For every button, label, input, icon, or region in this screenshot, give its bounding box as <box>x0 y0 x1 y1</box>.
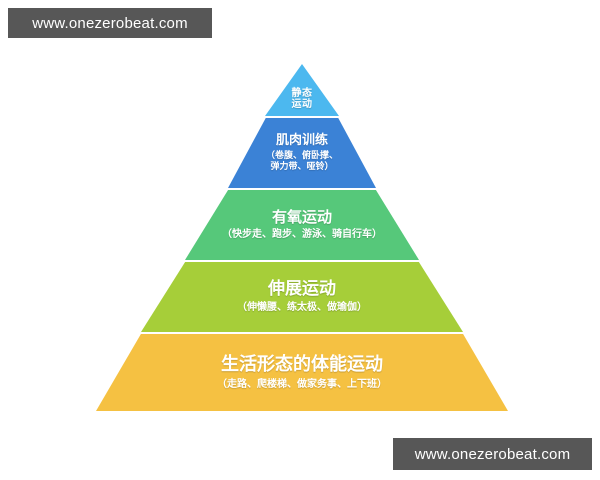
pyramid-tier-muscle-training[interactable]: 肌肉训练 （卷腹、俯卧撑、 弹力带、哑铃） <box>228 118 376 188</box>
tier-3-title: 有氧运动 <box>271 208 332 226</box>
pyramid-tier-aerobic-exercise[interactable]: 有氧运动 （快步走、跑步、游泳、骑自行车） <box>185 190 419 260</box>
tier-2-subtitle-line1: （卷腹、俯卧撑、 <box>265 150 338 161</box>
watermark-top-left: www.onezerobeat.com <box>8 8 212 38</box>
tier-5-subtitle: （走路、爬楼梯、做家务事、上下班） <box>217 378 387 390</box>
pyramid-tier-static-exercise[interactable]: 静态 运动 <box>265 64 339 116</box>
tier-2-subtitle-line2: 弹力带、哑铃） <box>270 161 334 172</box>
pyramid-tier-stretching-exercise[interactable]: 伸展运动 （伸懒腰、练太极、做瑜伽） <box>141 262 463 332</box>
pyramid-tier-lifestyle-activity[interactable]: 生活形态的体能运动 （走路、爬楼梯、做家务事、上下班） <box>96 334 508 411</box>
tier-1-title: 静态 运动 <box>292 88 313 111</box>
tier-1-title-line1: 静态 <box>291 87 313 99</box>
tier-2-subtitle: （卷腹、俯卧撑、 弹力带、哑铃） <box>266 150 338 173</box>
watermark-bottom-right: www.onezerobeat.com <box>393 438 592 470</box>
tier-5-title: 生活形态的体能运动 <box>221 353 383 374</box>
tier-4-title: 伸展运动 <box>268 279 336 299</box>
tier-4-subtitle: （伸懒腰、练太极、做瑜伽） <box>237 302 367 314</box>
tier-1-title-line2: 运动 <box>291 99 313 110</box>
tier-3-subtitle: （快步走、跑步、游泳、骑自行车） <box>222 228 382 240</box>
tier-2-title: 肌肉训练 <box>275 132 328 148</box>
